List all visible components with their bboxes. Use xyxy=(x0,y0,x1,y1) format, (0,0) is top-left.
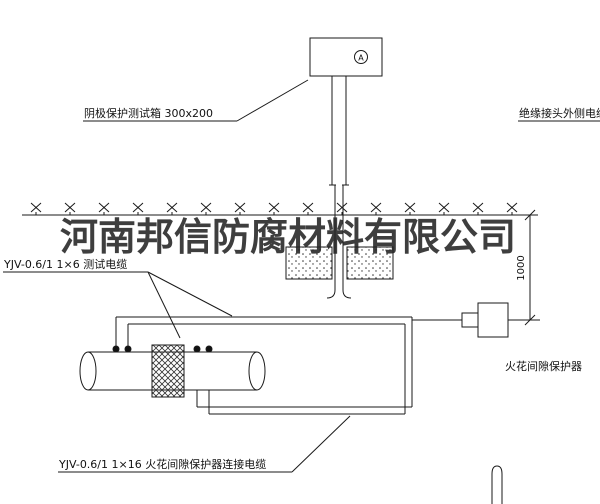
weld-points xyxy=(112,345,213,353)
dimension-line xyxy=(508,209,540,326)
insulating-joint xyxy=(151,344,185,398)
concrete-blocks xyxy=(285,246,394,280)
leader-lines xyxy=(3,79,600,473)
insulated-joint-cable-label: 绝缘接头外侧电缆 xyxy=(519,107,600,120)
test-box: A xyxy=(309,37,383,77)
test-box-marker: A xyxy=(358,54,364,63)
protector-cable-label: YJV-0.6/1 1×16 火花间隙保护器连接电缆 xyxy=(59,458,267,471)
test-cable-label: YJV-0.6/1 1×6 测试电缆 xyxy=(4,258,128,271)
spark-gap-protector xyxy=(461,302,509,338)
protector-cables xyxy=(115,316,462,415)
pipeline xyxy=(79,344,266,398)
conduit xyxy=(326,76,352,299)
spark-gap-protector-label: 火花间隙保护器 xyxy=(505,360,582,373)
ground-line xyxy=(22,202,538,216)
dimension-text: 1000 xyxy=(516,255,527,281)
test-box-label: 阴极保护测试箱 300x200 xyxy=(84,107,213,120)
pipe-riser-symbol xyxy=(491,465,503,504)
